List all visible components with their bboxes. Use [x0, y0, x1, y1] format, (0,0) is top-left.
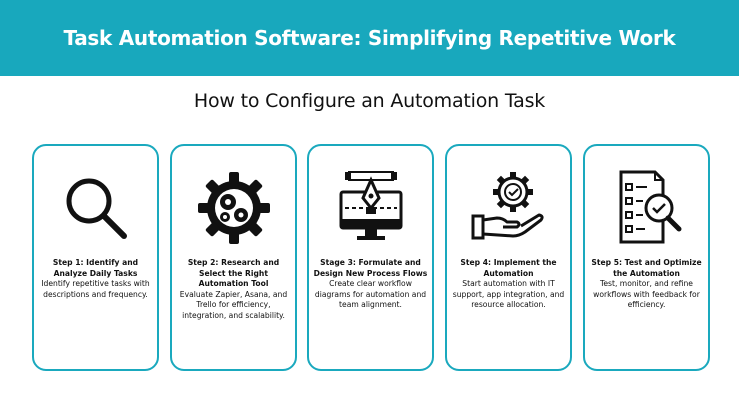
gears-icon — [194, 168, 274, 248]
hand-gear-icon — [469, 168, 549, 248]
step-title: Step 1: Identify and Analyze Daily Tasks — [52, 258, 139, 278]
step-description: Test, monitor, and refine workflows with… — [593, 279, 700, 310]
magnifying-glass-icon — [56, 168, 136, 248]
design-monitor-icon — [331, 168, 411, 248]
step-description: Identify repetitive tasks with descripti… — [41, 279, 150, 299]
header-banner: Task Automation Software: Simplifying Re… — [0, 0, 739, 76]
step-title: Step 5: Test and Optimize the Automation — [591, 258, 702, 278]
step-title: Stage 3: Formulate and Design New Proces… — [313, 258, 428, 278]
checklist-magnifier-icon — [607, 168, 687, 248]
step-card-3: Stage 3: Formulate and Design New Proces… — [307, 144, 434, 371]
page-title: Task Automation Software: Simplifying Re… — [63, 26, 676, 50]
step-description: Evaluate Zapier, Asana, and Trello for e… — [179, 289, 288, 320]
step-description: Start automation with IT support, app in… — [452, 279, 565, 310]
page-subtitle: How to Configure an Automation Task — [193, 90, 546, 112]
step-card-5: Step 5: Test and Optimize the Automation… — [583, 144, 710, 371]
step-title: Step 4: Implement the Automation — [460, 258, 557, 278]
step-card-2: Step 2: Research and Select the Right Au… — [170, 144, 297, 371]
step-title: Step 2: Research and Select the Right Au… — [187, 258, 280, 289]
step-card-4: Step 4: Implement the Automation Start a… — [445, 144, 572, 371]
step-description: Create clear workflow diagrams for autom… — [314, 279, 427, 310]
step-card-1: Step 1: Identify and Analyze Daily Tasks… — [32, 144, 159, 371]
